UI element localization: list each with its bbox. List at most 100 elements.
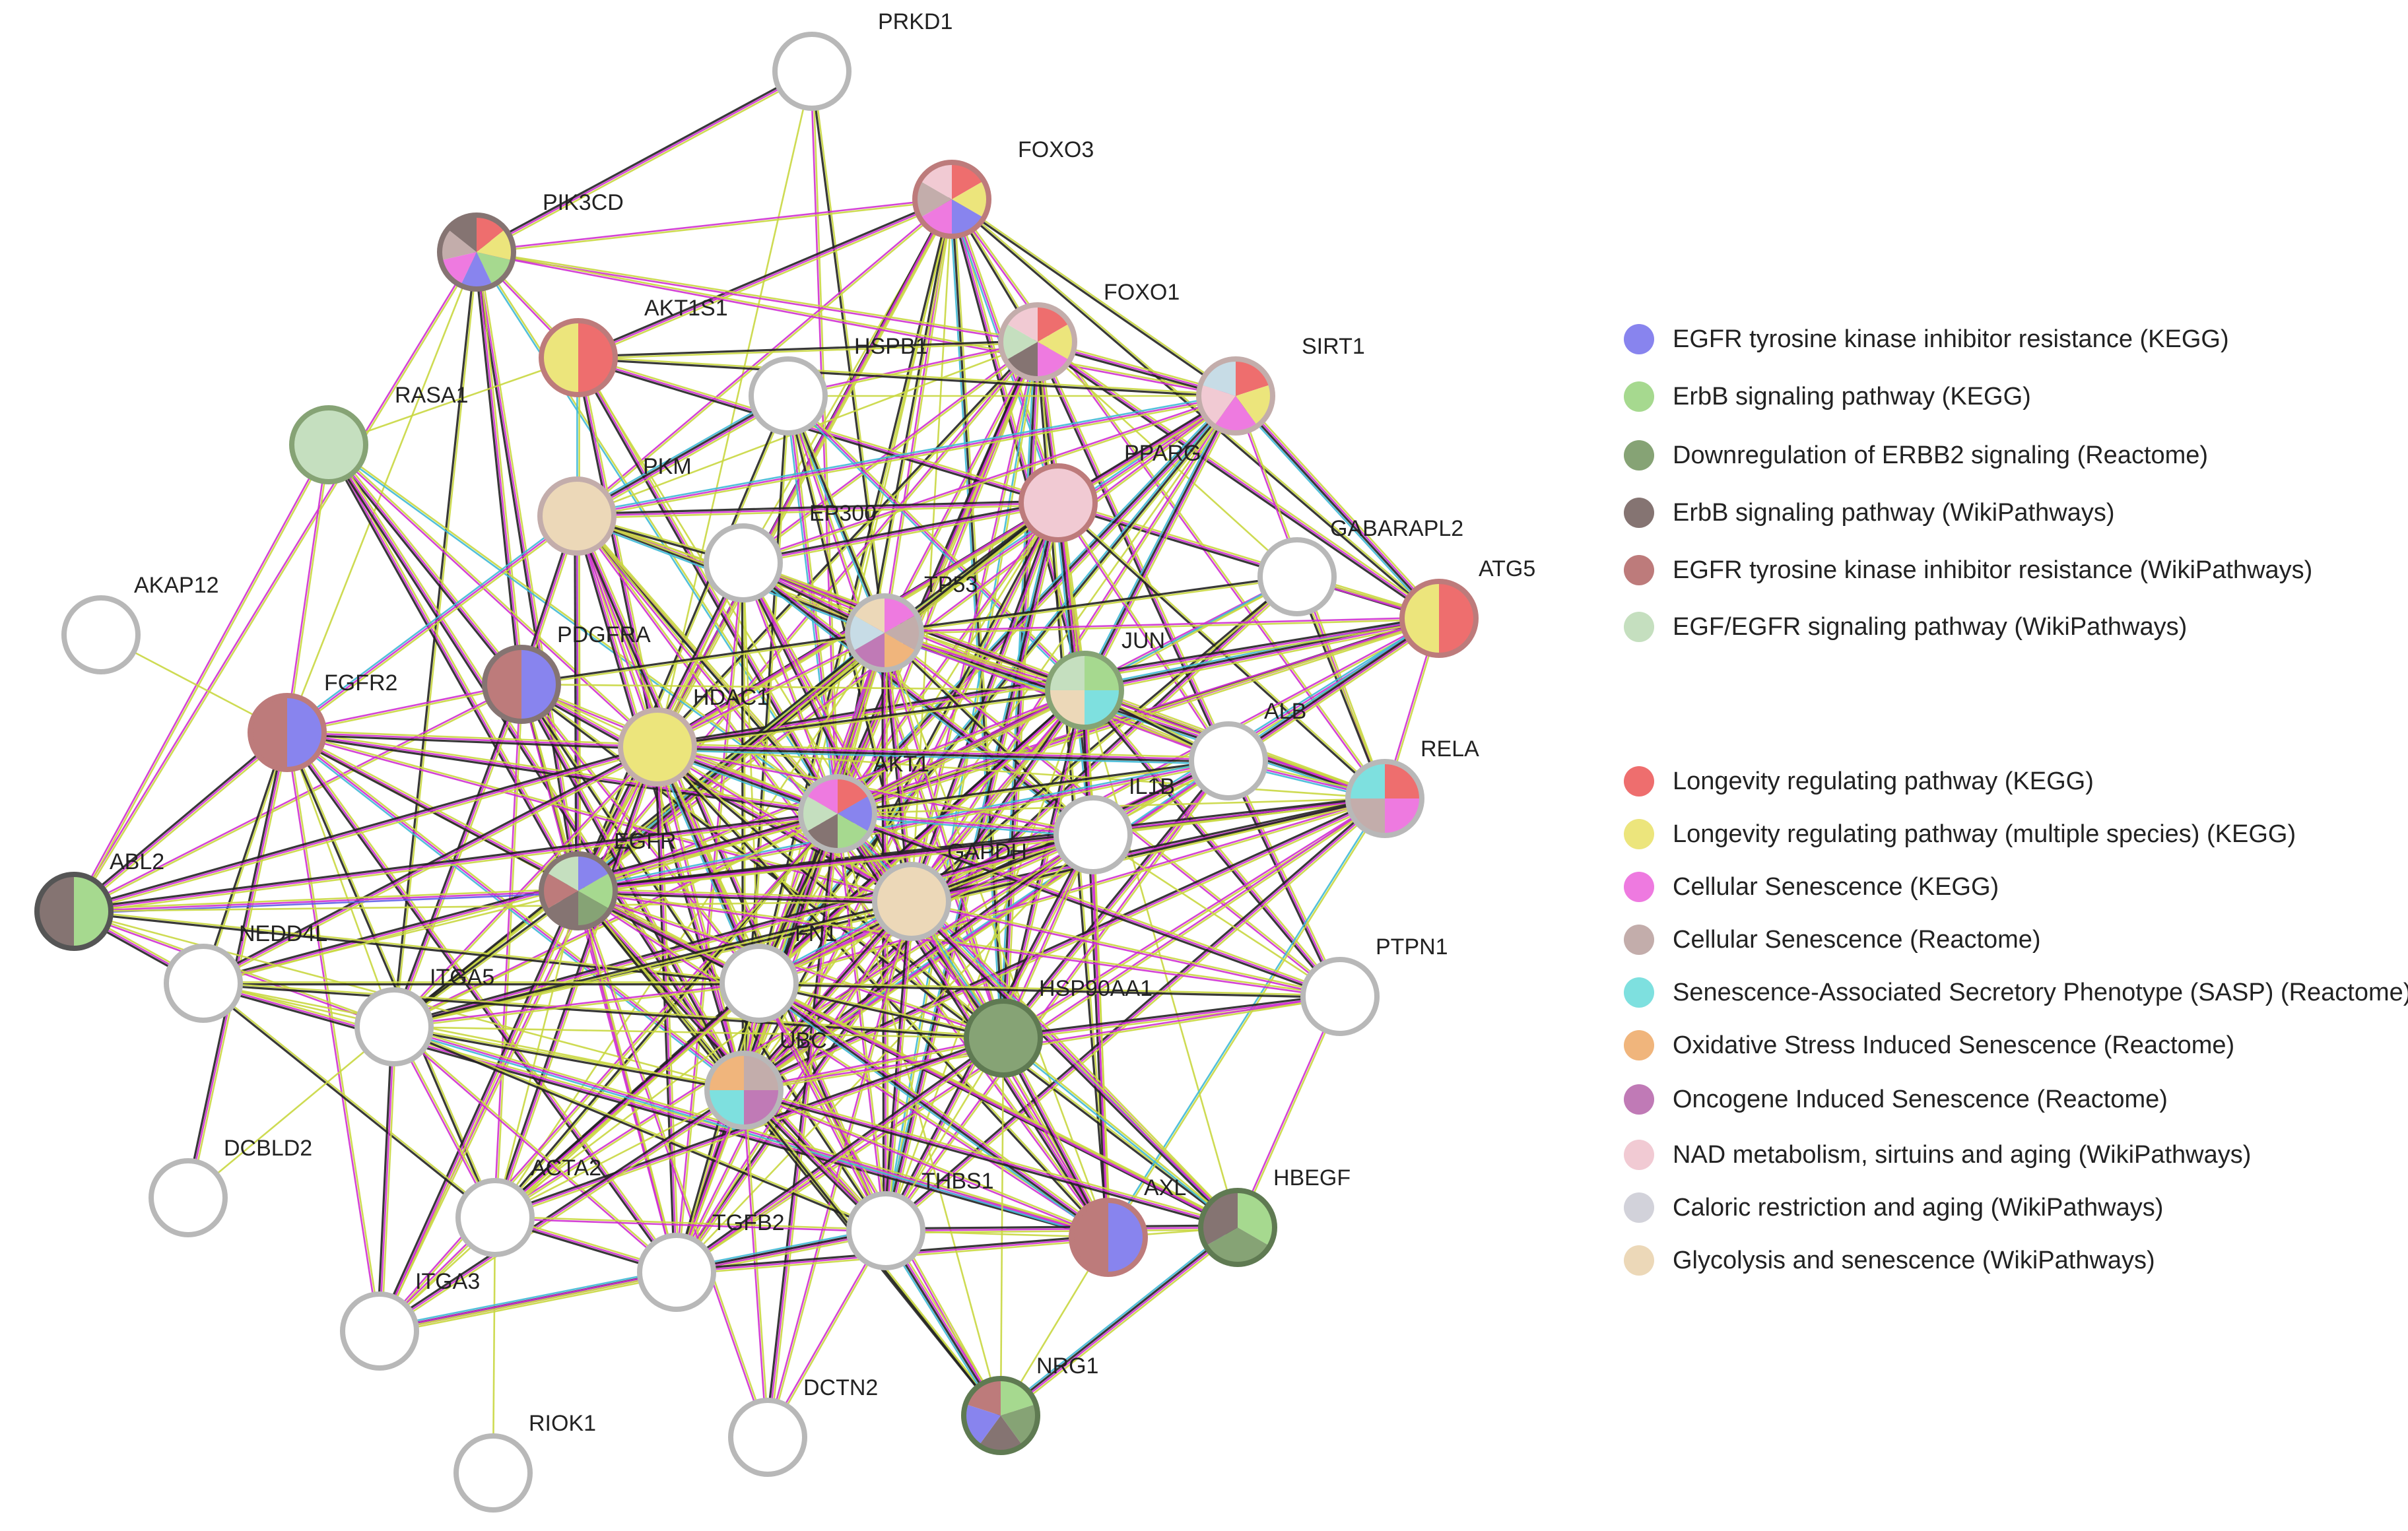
- edge-line: [577, 357, 659, 748]
- node-ptpn1[interactable]: PTPN1: [1300, 934, 1448, 1036]
- legend-swatch-icon: [1624, 872, 1654, 902]
- node-fill: [775, 34, 849, 108]
- node-rela[interactable]: RELA: [1345, 736, 1479, 838]
- node-dcbld2[interactable]: DCBLD2: [149, 1136, 312, 1237]
- edge-line: [657, 690, 1085, 749]
- edge-line: [884, 574, 1298, 634]
- edge-line: [576, 891, 677, 1273]
- node-label: JUN: [1121, 628, 1165, 653]
- node-fill: [751, 359, 825, 433]
- node-label: ALB: [1264, 699, 1306, 724]
- node-jun[interactable]: JUN: [1045, 628, 1165, 730]
- edge-line: [1038, 339, 1441, 618]
- node-rasa1[interactable]: RASA1: [289, 383, 469, 484]
- node-sirt1[interactable]: SIRT1: [1196, 334, 1365, 436]
- node-alb[interactable]: ALB: [1189, 699, 1306, 800]
- legend-swatch-icon: [1624, 977, 1654, 1008]
- node-itga5[interactable]: ITGA5: [354, 965, 494, 1066]
- node-slice: [1001, 1404, 1038, 1446]
- edge-FN1-HSP90AA1: [758, 981, 1004, 1041]
- node-pkm[interactable]: PKM: [537, 454, 692, 556]
- node-hsp90aa1[interactable]: HSP90AA1: [964, 976, 1153, 1078]
- edge-line: [657, 747, 1093, 837]
- node-dctn2[interactable]: DCTN2: [728, 1375, 878, 1477]
- edge-line: [285, 733, 380, 1332]
- legend-label: NAD metabolism, sirtuins and aging (Wiki…: [1673, 1140, 2252, 1169]
- edge-line: [758, 983, 1108, 1239]
- node-foxo3[interactable]: FOXO3: [912, 137, 1094, 239]
- node-slice: [1108, 1200, 1145, 1274]
- edge-line: [394, 1024, 1110, 1237]
- node-slice: [541, 321, 578, 395]
- edge-ALB-AKT1: [837, 758, 1229, 816]
- edge-line: [287, 732, 382, 1331]
- edge-line: [285, 732, 495, 1219]
- node-label: ABL2: [110, 849, 164, 874]
- edge-line: [495, 1216, 886, 1231]
- node-hbegf[interactable]: HBEGF: [1198, 1165, 1351, 1267]
- node-egfr[interactable]: EGFR: [539, 829, 676, 930]
- node-akt1[interactable]: AKT1: [798, 752, 929, 853]
- node-tgfb2[interactable]: TGFB2: [637, 1210, 785, 1312]
- edge-PIK3CD-EGFR: [473, 251, 582, 892]
- edge-line: [394, 901, 912, 1029]
- node-prkd1[interactable]: PRKD1: [772, 9, 953, 111]
- node-abl2[interactable]: ABL2: [34, 849, 164, 951]
- node-border: [289, 405, 368, 484]
- edge-line: [73, 900, 912, 913]
- node-label: DCTN2: [803, 1375, 878, 1400]
- node-label: PKM: [643, 454, 692, 479]
- node-pparg[interactable]: PPARG: [1019, 441, 1201, 542]
- node-akap12[interactable]: AKAP12: [61, 573, 219, 674]
- edge-ITGA5-AXL: [393, 1024, 1110, 1241]
- edge-line: [768, 901, 914, 1438]
- node-foxo1[interactable]: FOXO1: [998, 280, 1180, 381]
- node-ep300[interactable]: EP300: [704, 501, 877, 603]
- node-riok1[interactable]: RIOK1: [453, 1411, 596, 1513]
- edge-line: [657, 397, 1238, 750]
- node-itga3[interactable]: ITGA3: [340, 1269, 480, 1371]
- node-atg5[interactable]: ATG5: [1399, 556, 1535, 658]
- edge-line: [1085, 618, 1440, 692]
- edge-line: [812, 71, 840, 814]
- node-slice: [952, 181, 989, 218]
- edge-line: [657, 745, 1229, 761]
- edge-SIRT1-PKM: [576, 393, 1236, 519]
- node-slice: [707, 1053, 744, 1090]
- node-slice: [1085, 690, 1121, 727]
- node-axl[interactable]: AXL: [1069, 1175, 1186, 1277]
- edge-line: [909, 902, 1237, 1230]
- edge-PDGFRA-ACTA2: [493, 684, 523, 1218]
- edge-line: [743, 504, 1059, 566]
- edge-line: [329, 443, 659, 747]
- node-fgfr2[interactable]: FGFR2: [248, 670, 397, 772]
- legend-swatch-icon: [1624, 1245, 1654, 1276]
- node-gabarapl2[interactable]: GABARAPL2: [1257, 516, 1463, 616]
- node-fill: [620, 710, 694, 784]
- node-slice: [1214, 396, 1257, 433]
- node-ubc[interactable]: UBC: [704, 1028, 827, 1130]
- edge-EGFR-NEDD4L: [203, 890, 579, 985]
- node-label: FOXO1: [1104, 280, 1180, 305]
- node-border: [719, 944, 799, 1023]
- node-nrg1[interactable]: NRG1: [961, 1353, 1098, 1455]
- node-hspb1[interactable]: HSPB1: [749, 334, 928, 436]
- node-fn1[interactable]: FN1: [719, 921, 837, 1023]
- node-slice: [1385, 798, 1422, 835]
- edge-line: [1228, 618, 1440, 763]
- edge-AKT1-ABL2: [73, 810, 838, 915]
- edge-line: [1082, 691, 1339, 999]
- node-nedd4l[interactable]: NEDD4L: [164, 921, 327, 1023]
- edge-line: [394, 747, 659, 1028]
- node-acta2[interactable]: ACTA2: [455, 1156, 601, 1257]
- node-hdac1[interactable]: HDAC1: [618, 685, 769, 787]
- node-pdgfra[interactable]: PDGFRA: [482, 622, 651, 724]
- node-gapdh[interactable]: GAPDH: [872, 839, 1027, 941]
- node-tp53[interactable]: TP53: [845, 572, 978, 672]
- node-thbs1[interactable]: THBS1: [846, 1169, 994, 1270]
- node-akt1s1[interactable]: AKT1S1: [539, 296, 728, 397]
- node-pik3cd[interactable]: PIK3CD: [437, 190, 624, 292]
- node-il1b[interactable]: IL1B: [1054, 774, 1175, 874]
- node-fill: [1191, 724, 1265, 798]
